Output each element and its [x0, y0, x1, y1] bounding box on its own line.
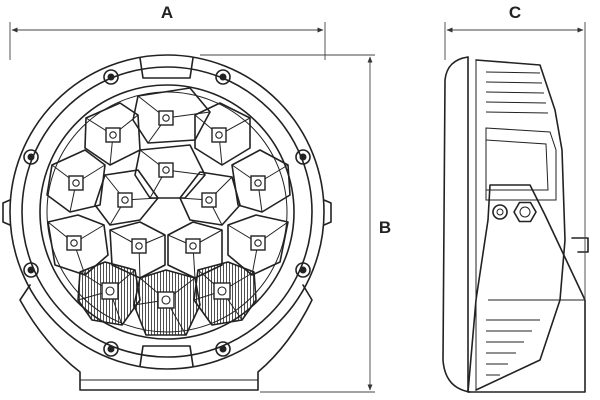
reflector-facet	[46, 149, 106, 213]
pivot-nut	[513, 201, 537, 223]
mount-bracket	[467, 184, 586, 393]
screw-head	[215, 341, 231, 357]
led-emitter	[70, 239, 78, 247]
screw-head	[295, 262, 311, 278]
screw-center	[107, 345, 115, 353]
dimension-label-a: A	[161, 3, 173, 22]
top-bezel-notch	[139, 57, 194, 79]
mount-foot	[19, 284, 313, 391]
dimension-lines	[9, 22, 586, 393]
cable-stub	[571, 237, 589, 253]
fin-line	[485, 91, 545, 94]
dimension-label-c: C	[509, 3, 521, 22]
led-emitter	[215, 131, 223, 139]
screw-center	[107, 73, 115, 81]
led-emitter	[217, 286, 227, 296]
screw-head	[23, 149, 39, 165]
led-emitter	[161, 295, 171, 305]
screw-center	[219, 73, 227, 81]
reflector-facet	[77, 261, 141, 326]
housing-outer-ring	[9, 54, 325, 370]
reflector-facet	[231, 149, 291, 213]
bezel-screws	[23, 69, 311, 357]
screw-center	[219, 345, 227, 353]
led-emitter	[72, 179, 80, 187]
reflector-cells	[46, 87, 291, 336]
screw-center	[27, 266, 35, 274]
led-emitter	[162, 114, 170, 122]
heatsink-fins	[485, 71, 549, 376]
side-tab-left	[2, 199, 11, 226]
screw-head	[103, 69, 119, 85]
heatsink-flat	[485, 127, 557, 201]
pivot-nut-center	[519, 206, 531, 218]
reflector-facet	[94, 169, 159, 226]
led-emitter	[162, 166, 170, 174]
led-emitter	[205, 196, 213, 204]
reflector-facet	[133, 269, 201, 336]
led-emitter	[109, 131, 117, 139]
screw-center	[299, 266, 307, 274]
led-emitter	[121, 196, 129, 204]
reflector-facet	[193, 261, 257, 326]
fin-line	[485, 101, 547, 104]
side-bezel	[442, 56, 471, 393]
fin-line	[485, 71, 541, 74]
led-emitter	[105, 286, 115, 296]
side-view	[442, 56, 589, 393]
led-emitter	[189, 242, 197, 250]
reflector-facet	[227, 214, 289, 276]
screw-center	[299, 153, 307, 161]
led-emitter	[135, 242, 143, 250]
side-tab-right	[323, 199, 332, 226]
reflector-facet	[47, 214, 109, 276]
led-emitter	[254, 179, 262, 187]
fin-line	[485, 111, 549, 114]
reflector-facet	[194, 102, 251, 166]
screw-head	[23, 262, 39, 278]
housing-inner-ring	[21, 66, 313, 358]
led-emitter	[254, 239, 262, 247]
lens-outer-ring	[39, 84, 295, 340]
front-view	[2, 54, 332, 391]
pivot-bolt-center	[496, 208, 504, 216]
heatsink-flat-inner	[485, 139, 549, 191]
fin-line	[485, 81, 543, 84]
screw-center	[27, 153, 35, 161]
screw-head	[103, 341, 119, 357]
heatsink-body	[475, 59, 566, 391]
bottom-bezel-notch	[139, 345, 194, 367]
pivot-bolt	[492, 204, 508, 220]
screw-head	[215, 69, 231, 85]
dimension-label-b: B	[379, 218, 391, 237]
screw-head	[295, 149, 311, 165]
